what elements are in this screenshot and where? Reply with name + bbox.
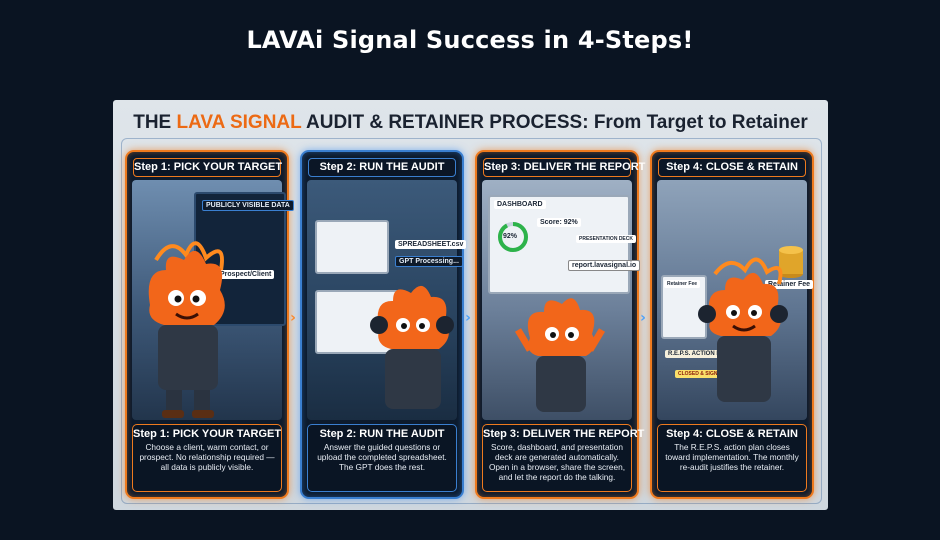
closed-signed-label: CLOSED & SIGNED xyxy=(675,370,728,378)
step-3-header: Step 3: DELIVER THE REPORT xyxy=(483,158,645,177)
heading-accent: LAVA SIGNAL xyxy=(176,112,302,133)
step-2-panel: Step 2: RUN THE AUDIT SPREADSHEET.csv GP… xyxy=(300,150,467,499)
dashboard-label: DASHBOARD xyxy=(494,200,546,209)
report-url: report.lavasignal.io xyxy=(568,260,641,271)
arrow-right-icon: › xyxy=(465,310,471,326)
step-2-body: Answer the guided questions or upload th… xyxy=(317,442,447,472)
step-2-description: Step 2: RUN THE AUDIT Answer the guided … xyxy=(307,424,457,492)
step-3-description: Step 3: DELIVER THE REPORT Score, dashbo… xyxy=(482,424,645,492)
step-1-illustration: PUBLICLY VISIBLE DATA Prospect/Client xyxy=(132,180,294,420)
retainer-fee-label: Retainer Fee xyxy=(765,280,814,289)
deck-label: PRESENTATION DECK xyxy=(576,235,636,243)
spreadsheet-label: SPREADSHEET.csv xyxy=(395,240,467,249)
step-1-header: Step 1: PICK YOUR TARGET xyxy=(133,158,282,177)
lava-mascot-icon xyxy=(370,285,454,409)
monitor-top xyxy=(315,220,389,274)
step-3-title: Step 3: DELIVER THE REPORT xyxy=(483,428,645,440)
prospect-label: Prospect/Client xyxy=(217,270,275,279)
lava-mascot-icon xyxy=(514,298,606,412)
step-4-illustration: Retainer Fee Retainer Fee R.E.P.S. ACTIO… xyxy=(657,180,814,420)
step-2-header: Step 2: RUN THE AUDIT xyxy=(308,158,456,177)
step-4-description: Step 4: CLOSE & RETAIN The R.E.P.S. acti… xyxy=(657,424,807,492)
step-1-title: Step 1: PICK YOUR TARGET xyxy=(133,428,282,440)
score-label: Score: 92% xyxy=(537,218,581,227)
step-4-header: Step 4: CLOSE & RETAIN xyxy=(658,158,806,177)
step-2-title: Step 2: RUN THE AUDIT xyxy=(319,428,445,440)
gpt-processing-label: GPT Processing... xyxy=(395,256,463,267)
lava-mascot-icon xyxy=(148,241,225,418)
step-1-description: Step 1: PICK YOUR TARGET Choose a client… xyxy=(132,424,282,492)
arrow-right-icon: › xyxy=(290,310,296,326)
step-1-panel: Step 1: PICK YOUR TARGET PUBLICLY VISIBL… xyxy=(125,150,294,499)
process-infographic: THE LAVA SIGNAL AUDIT & RETAINER PROCESS… xyxy=(113,100,828,510)
arrow-right-icon: › xyxy=(640,310,646,326)
step-3-illustration: DASHBOARD 92% Score: 92% PRESENTATION DE… xyxy=(482,180,641,420)
step-4-panel: Step 4: CLOSE & RETAIN Retainer Fee Reta… xyxy=(650,150,814,499)
step-4-body: The R.E.P.S. action plan closes toward i… xyxy=(665,442,799,472)
circuit-border xyxy=(121,138,822,504)
step-1-body: Choose a client, warm contact, or prospe… xyxy=(139,442,275,472)
infographic-heading: THE LAVA SIGNAL AUDIT & RETAINER PROCESS… xyxy=(133,112,808,133)
step-3-panel: Step 3: DELIVER THE REPORT DASHBOARD 92%… xyxy=(475,150,645,499)
presentation-screen xyxy=(488,195,630,294)
step-3-body: Score, dashboard, and presentation deck … xyxy=(488,442,626,482)
action-plan-label: R.E.P.S. ACTION PLAN xyxy=(665,350,736,358)
page-title: LAVAi Signal Success in 4-Steps! xyxy=(246,26,694,54)
step-2-illustration: SPREADSHEET.csv GPT Processing... xyxy=(307,180,467,420)
public-data-label: PUBLICLY VISIBLE DATA xyxy=(202,200,294,211)
retainer-fee-sheet-label: Retainer Fee xyxy=(664,280,701,288)
score-gauge-icon xyxy=(498,222,528,252)
coin-stack-icon xyxy=(779,246,803,278)
score-value: 92% xyxy=(503,233,518,240)
lava-mascot-icon xyxy=(698,257,788,402)
step-4-title: Step 4: CLOSE & RETAIN xyxy=(666,428,798,440)
